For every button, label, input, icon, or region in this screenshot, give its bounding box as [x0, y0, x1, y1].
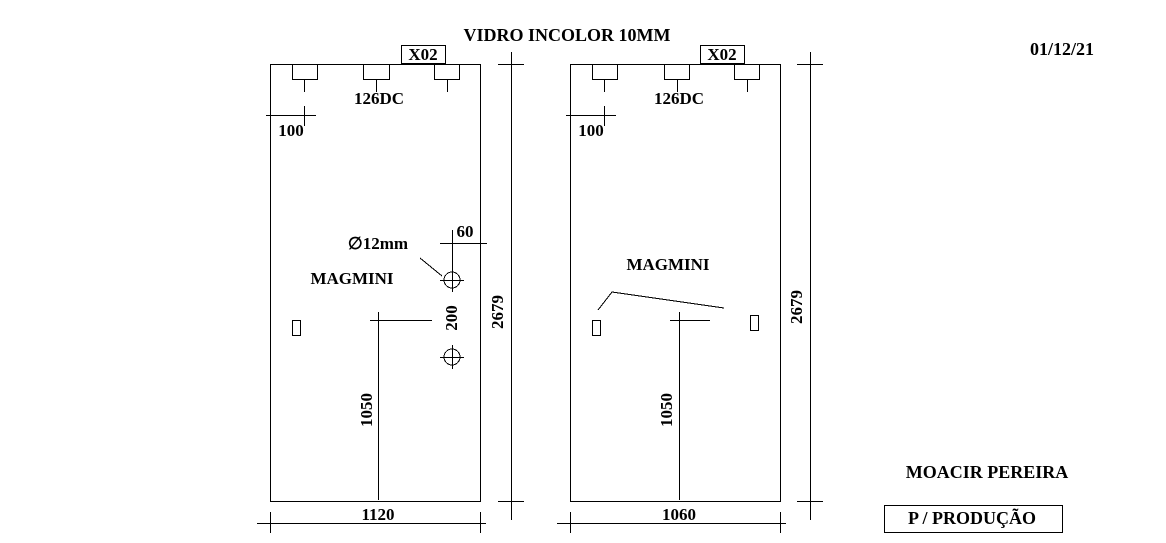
panel-1-hinge-notch-1 [292, 64, 318, 92]
panel-2-tag-box [700, 45, 745, 64]
panel-2-hinge-notch-2 [664, 64, 690, 92]
panel-2-width: 1060 [662, 505, 696, 524]
panel-2-lock-slot-left [592, 320, 601, 336]
panel-1-outline [270, 64, 481, 502]
glass-panel-1: X02 126DC 100 ∅12mm 60 200 MAGMINI 1050 [257, 45, 524, 533]
panel-1-lock-label: MAGMINI [310, 269, 393, 288]
panel-1-hole-leader [419, 257, 443, 277]
drawing-date: 01/12/21 [1030, 39, 1094, 59]
panel-2-height-dimension [797, 52, 823, 520]
panel-1-hole-bottom [440, 345, 464, 369]
panel-1-hole-diameter: ∅12mm [348, 234, 408, 253]
drawing-title: VIDRO INCOLOR 10MM [464, 25, 671, 45]
panel-2-outline [570, 64, 781, 502]
panel-1-width: 1120 [361, 505, 394, 524]
client-name: MOACIR PEREIRA [906, 462, 1069, 482]
panel-1-tag: X02 [408, 45, 437, 64]
panel-2-handle-height-line [670, 312, 710, 500]
panel-1-width-dimension [257, 512, 486, 533]
production-stamp: P / PRODUÇÃO [908, 507, 1036, 528]
panel-2-width-dimension [557, 512, 786, 533]
stamp-box [884, 505, 1063, 533]
panel-1-edge-offset: 100 [278, 121, 304, 140]
panel-2-lock-label: MAGMINI [626, 255, 709, 274]
panel-2-handle-height: 1050 [657, 393, 676, 427]
panel-1-handle-height-line [370, 312, 432, 500]
panel-2-lock-slot-right [750, 315, 759, 331]
panel-1-hinge-notch-2 [363, 64, 390, 92]
panel-2-edge-offset: 100 [578, 121, 604, 140]
panel-1-height: 2679 [488, 295, 507, 329]
panel-2-offset-tick [566, 106, 616, 126]
panel-1-height-dimension [498, 52, 524, 520]
panel-1-hole-offset: 60 [457, 222, 474, 241]
panel-2-height: 2679 [787, 290, 806, 324]
glass-panel-2: X02 126DC 100 MAGMINI 1050 2679 1060 [557, 45, 823, 533]
panel-2-hinge-notch-3 [734, 64, 760, 92]
panel-1-hinge-notch-3 [434, 64, 460, 92]
panel-1-tag-box [401, 45, 446, 64]
panel-2-hinge-label: 126DC [654, 89, 704, 108]
panel-1-offset-tick [266, 106, 316, 126]
panel-1-hole-offset-tick [440, 230, 487, 270]
panel-1-handle-height: 1050 [357, 393, 376, 427]
panel-2-lock-leader [597, 291, 725, 311]
panel-1-hinge-label: 126DC [354, 89, 404, 108]
panel-1-hole-spacing: 200 [442, 305, 461, 331]
panel-2-hinge-notch-1 [592, 64, 618, 92]
panel-2-tag: X02 [707, 45, 736, 64]
panel-1-lock-slot [292, 320, 301, 336]
panel-1-hole-top [440, 268, 464, 292]
